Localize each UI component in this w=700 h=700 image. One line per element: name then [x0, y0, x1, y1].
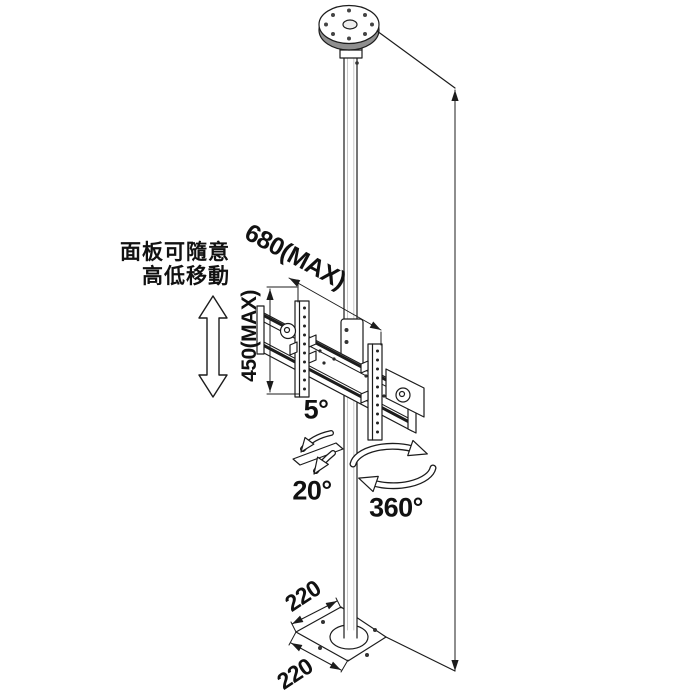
- updown-double-arrow: [198, 295, 228, 398]
- rotation-360-arrow: [349, 439, 437, 493]
- tilt-up-angle-label: 5°: [303, 394, 329, 425]
- rail-hook: [360, 390, 369, 404]
- arm-dimension-680: [288, 277, 382, 346]
- crossbar-left-end-cap: [256, 305, 265, 355]
- base-screw-hole: [318, 646, 322, 650]
- right-end-plate: [385, 368, 425, 418]
- base-screw-hole: [373, 628, 377, 632]
- plate-hole: [363, 13, 367, 17]
- tilt-arrow: [292, 430, 344, 475]
- pole-set-screw: [355, 61, 359, 65]
- left-bracket-rail: [294, 300, 317, 398]
- swivel-angle-label: 360°: [369, 492, 423, 523]
- bracket-dimension-450: [266, 286, 300, 395]
- height-dimension-line: [376, 30, 459, 672]
- plate-center-hole: [342, 19, 358, 30]
- plate-hole: [347, 36, 351, 41]
- bracket-crossbar: [256, 305, 417, 434]
- plate-hole: [370, 22, 374, 27]
- plate-hole: [363, 32, 367, 36]
- plate-hole: [331, 32, 335, 36]
- tilt-down-angle-label: 20°: [292, 475, 332, 506]
- right-bracket-rail: [360, 343, 383, 441]
- plate-hole: [324, 22, 328, 27]
- height-adjust-note-line1: 面板可隨意: [120, 239, 230, 264]
- rail-hook: [308, 350, 317, 364]
- height-adjust-note: 面板可隨意 高低移動: [88, 240, 230, 288]
- height-adjust-note-line2: 高低移動: [142, 263, 230, 288]
- bracket-max-dimension-label: 450(MAX): [238, 290, 261, 382]
- tilted-panel-bar: [292, 442, 344, 466]
- bracket-knob: [279, 322, 298, 356]
- rail-hook: [308, 334, 317, 348]
- base-screw-hole: [321, 620, 325, 624]
- rail-hook: [360, 360, 369, 374]
- plate-hole: [331, 13, 335, 17]
- base-dimension-width-220: [290, 597, 342, 633]
- ceiling-mount-plate: [318, 4, 380, 59]
- plate-hole: [347, 8, 351, 13]
- base-screw-hole: [365, 653, 369, 657]
- tv-bracket: [256, 300, 425, 441]
- base-dimension-depth-220: [288, 631, 349, 673]
